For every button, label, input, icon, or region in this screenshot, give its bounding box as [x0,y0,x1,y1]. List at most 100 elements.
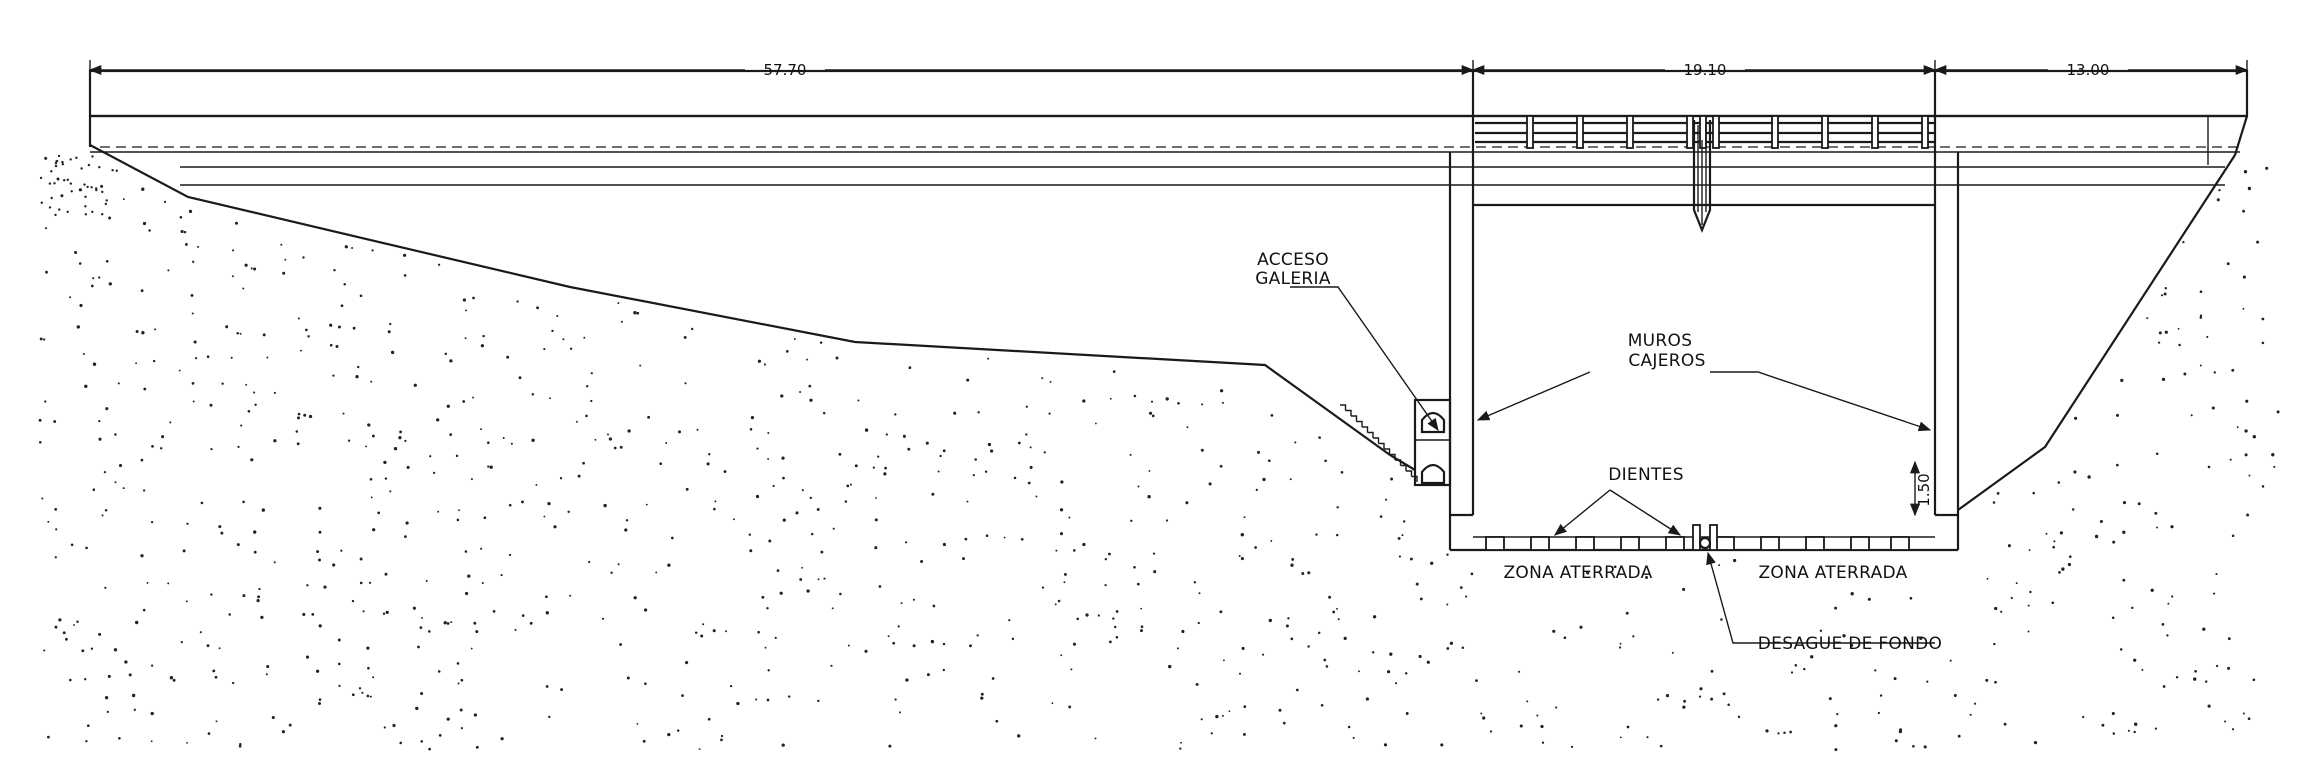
ground-speck [1722,692,1726,696]
ground-speck [419,626,423,629]
ground-speck [236,543,240,547]
ground-speck [2094,534,2099,539]
ground-speck [318,702,321,705]
ground-speck [713,507,716,511]
ground-speck [694,631,698,635]
ground-speck [702,623,705,626]
ground-speck [685,487,689,491]
ground-speck [712,629,716,633]
ground-speck [2199,290,2203,294]
ground-speck [1810,655,1814,659]
ground-speck [1109,640,1112,644]
ground-speck [977,411,980,414]
ground-speck [2247,186,2252,191]
ground-speck [2243,170,2248,174]
ground-speck [2265,166,2269,170]
ground-speck [839,592,842,596]
ground-speck [2161,377,2166,382]
ground-speck [86,724,90,728]
ground-speck [142,608,146,612]
ground-speck [404,439,407,442]
ground-speck [835,356,839,360]
ground-speck [254,403,257,407]
ground-speck [2112,540,2116,544]
ground-speck [1842,634,1846,638]
ground-speck [806,589,810,593]
ground-speck [1151,414,1155,418]
ground-speck [2027,630,2030,633]
ground-speck [1140,625,1144,629]
ground-speck [460,727,463,730]
ground-speck [518,376,522,380]
ground-speck [1057,599,1061,603]
ground-speck [1095,422,1097,425]
ground-speck [1270,539,1273,542]
ground-speck [1059,508,1064,512]
ground-speck [2231,728,2235,731]
ground-speck [1130,519,1133,522]
ground-speck [265,673,268,676]
gallery-lower-arch [1420,463,1446,485]
ground-speck [1390,477,1394,481]
ground-speck [167,269,170,272]
ground-speck [567,510,570,514]
ground-speck [273,439,277,443]
ground-speck [428,630,431,633]
ground-speck [2261,485,2265,488]
ground-speck [516,300,519,303]
ground-speck [473,621,477,625]
ground-speck [985,534,989,537]
ground-speck [1328,595,1332,599]
ground-speck [2057,481,2061,484]
ground-speck [421,616,424,619]
ground-speck [83,183,86,186]
ground-speck [1129,453,1132,456]
ground-speck [432,471,436,475]
ground-speck [214,675,218,679]
ground-speck [1347,725,1351,729]
ground-speck [257,595,261,599]
channel-tooth [1530,536,1550,551]
ground-speck [545,685,549,688]
ground-speck [984,470,988,473]
ground-speck [644,608,648,612]
ground-speck [333,268,336,272]
ground-speck [118,736,121,740]
ground-speck [413,383,417,387]
ground-speck [1082,542,1086,547]
ground-speck [188,209,193,214]
ground-speck [437,263,441,266]
ground-speck [872,466,875,469]
ground-speck [980,692,984,696]
ground-speck [1402,520,1406,523]
ground-speck [1737,715,1741,719]
ground-speck [1063,572,1067,576]
ground-speck [755,494,760,499]
ground-speck [159,447,163,450]
stair-step [1345,409,1352,416]
ground-speck [460,678,464,682]
ground-speck [1165,519,1169,522]
ground-speck [1912,744,1915,748]
ground-speck [389,322,392,326]
ground-speck [53,182,56,185]
ground-speck [1222,401,1224,404]
ground-speck [696,428,699,431]
ground-speck [238,744,242,748]
ground-speck [1290,563,1294,567]
ground-speck [367,666,370,670]
ground-speck [417,645,420,649]
ground-speck [897,625,900,628]
ground-speck [1555,706,1558,709]
ground-speck [80,167,83,170]
ground-speck [1168,664,1172,669]
ground-speck [295,430,299,433]
ground-speck [838,452,842,456]
ground-speck [153,359,156,363]
ground-speck [619,643,623,646]
ground-speck [1115,610,1119,613]
ground-terrain-texture [38,154,2280,752]
ground-speck [1909,596,1913,600]
ground-speck [398,436,402,440]
ground-speck [1957,734,1961,738]
